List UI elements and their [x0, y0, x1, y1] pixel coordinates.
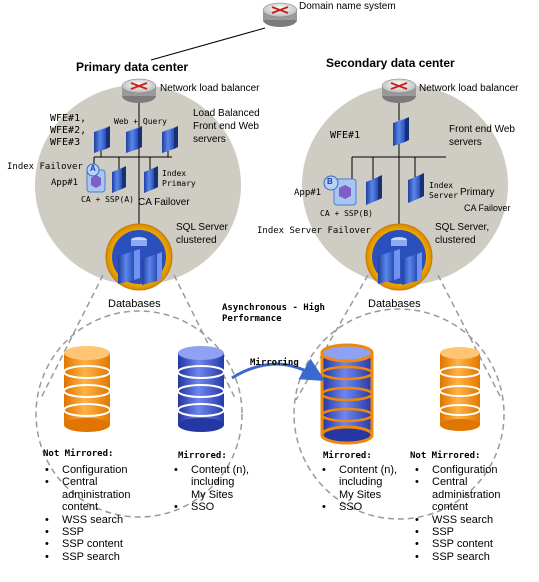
list-item: Content (n),: [172, 464, 249, 477]
secondary-db-circle: [293, 308, 505, 520]
list-item: WSS search: [413, 514, 500, 527]
primary-sql-label-1: SQL Server: [176, 222, 228, 233]
async-label-1: Asynchronous - High: [222, 303, 325, 313]
list-item: My Sites: [191, 488, 234, 501]
list-item: WSS search: [43, 514, 130, 527]
primary-mirrored-db-icon: [177, 346, 225, 432]
primary-wfe-label-2: WFE#2,: [50, 125, 87, 136]
primary-wfe-label-1: WFE#1,: [50, 113, 87, 124]
secondary-mirrored-db-icon: [320, 343, 374, 445]
primary-nlb-label: Network load balancer: [160, 83, 260, 94]
list-item: including: [191, 476, 235, 489]
primary-wfe-server-3-icon: [162, 126, 178, 153]
list-item: including: [339, 476, 383, 489]
primary-sql-label-2: clustered: [176, 235, 217, 246]
list-item: Content (n),: [320, 464, 397, 477]
servers-label: servers: [193, 134, 226, 145]
primary-badge: A: [90, 164, 96, 173]
list-item: SSP search: [413, 551, 500, 564]
primary-nlb-icon: [121, 78, 157, 103]
async-label-2: Performance: [222, 314, 282, 324]
secondary-app-label: App#1: [294, 188, 322, 198]
secondary-ca-ssp-label: CA + SSP(B): [320, 209, 373, 218]
list-item: SSP content: [43, 538, 130, 551]
list-item: Configuration: [43, 464, 130, 477]
secondary-mirrored-title: Mirrored:: [323, 451, 372, 461]
dns-router-icon: [262, 2, 298, 27]
secondary-nlb-icon: [381, 78, 417, 103]
list-item: administration: [62, 488, 131, 501]
primary-ca-ssp-label: CA + SSP(A): [81, 195, 134, 204]
secondary-nlb-label: Network load balancer: [419, 83, 519, 94]
secondary-primary-label: Primary: [460, 187, 495, 198]
front-end-web-label: Front end Web: [193, 121, 259, 132]
primary-funnel-right: [173, 274, 237, 401]
primary-index-server-icon: [144, 166, 158, 193]
primary-title: Primary data center: [76, 60, 189, 74]
list-item: content: [62, 501, 99, 514]
primary-wfe-server-2-icon: [126, 126, 142, 153]
primary-wfe-server-1-icon: [94, 126, 110, 153]
secondary-sql-label-1: SQL Server,: [435, 222, 490, 233]
secondary-wfe-label: WFE#1: [330, 130, 361, 141]
secondary-fe-label-1: Front end Web: [449, 124, 515, 135]
list-item: content: [432, 501, 469, 514]
list-item: SSP: [413, 526, 500, 539]
secondary-badge: B: [327, 177, 333, 186]
index-server-label-1: Index: [429, 181, 454, 190]
secondary-fe-label-2: servers: [449, 137, 482, 148]
secondary-sql-label-2: clustered: [435, 235, 476, 246]
list-item: Configuration: [413, 464, 500, 477]
secondary-sql-cluster-icon: [365, 223, 433, 291]
index-server-label-2: Server: [429, 191, 458, 200]
secondary-not-mirrored-list: Configuration Central administration con…: [413, 464, 501, 564]
secondary-wfe-server-icon: [393, 117, 409, 146]
mirroring-arrow: [231, 358, 326, 382]
list-item: SSO: [172, 501, 249, 514]
index-primary-label-2: Primary: [162, 179, 196, 188]
secondary-title: Secondary data center: [326, 56, 455, 70]
primary-ca-failover-label: CA Failover: [138, 197, 190, 208]
primary-mirrored-title: Mirrored:: [178, 451, 227, 461]
secondary-db-label: Databases: [368, 298, 421, 310]
list-item: SSO: [320, 501, 397, 514]
primary-app-label: App#1: [51, 178, 79, 188]
list-item: My Sites: [339, 488, 382, 501]
list-item: Central: [413, 476, 500, 489]
primary-wfe-label-3: WFE#3: [50, 137, 81, 148]
primary-zone: [35, 85, 241, 285]
index-primary-label-1: Index: [162, 169, 187, 178]
primary-db-label: Databases: [108, 298, 161, 310]
primary-sql-cluster-icon: [105, 223, 173, 291]
list-item: SSP search: [43, 551, 130, 564]
primary-not-mirrored-title: Not Mirrored:: [43, 449, 114, 459]
list-item: SSP: [43, 526, 130, 539]
list-item: Central: [43, 476, 130, 489]
list-item: SSP content: [413, 538, 500, 551]
secondary-not-mirrored-db-icon: [439, 347, 481, 431]
primary-not-mirrored-list: Configuration Central administration con…: [43, 464, 131, 564]
secondary-app-server-icon: [323, 175, 382, 206]
dns-link-line: [150, 27, 266, 61]
dns-label: Domain name system: [299, 1, 396, 12]
load-balanced-label: Load Balanced: [193, 108, 260, 119]
secondary-ca-failover-label: CA Failover: [464, 203, 511, 213]
secondary-zone: [302, 85, 508, 285]
primary-not-mirrored-db-icon: [63, 346, 111, 432]
secondary-not-mirrored-title: Not Mirrored:: [410, 451, 481, 461]
list-item: administration: [432, 488, 501, 501]
secondary-mirrored-list: Content (n), including My Sites SSO: [320, 464, 397, 514]
index-server-failover-label: Index Server Failover: [257, 226, 371, 236]
index-failover-label: Index Failover: [7, 162, 83, 172]
mirroring-label: Mirroring: [250, 358, 299, 368]
primary-app-server-icon: [86, 163, 126, 193]
secondary-index-server-icon: [408, 173, 424, 203]
primary-db-circle: [35, 310, 243, 518]
primary-funnel-left: [39, 274, 104, 401]
primary-mirrored-list: Content (n), including My Sites SSO: [172, 464, 249, 514]
web-query-label: Web + Query: [114, 117, 167, 126]
